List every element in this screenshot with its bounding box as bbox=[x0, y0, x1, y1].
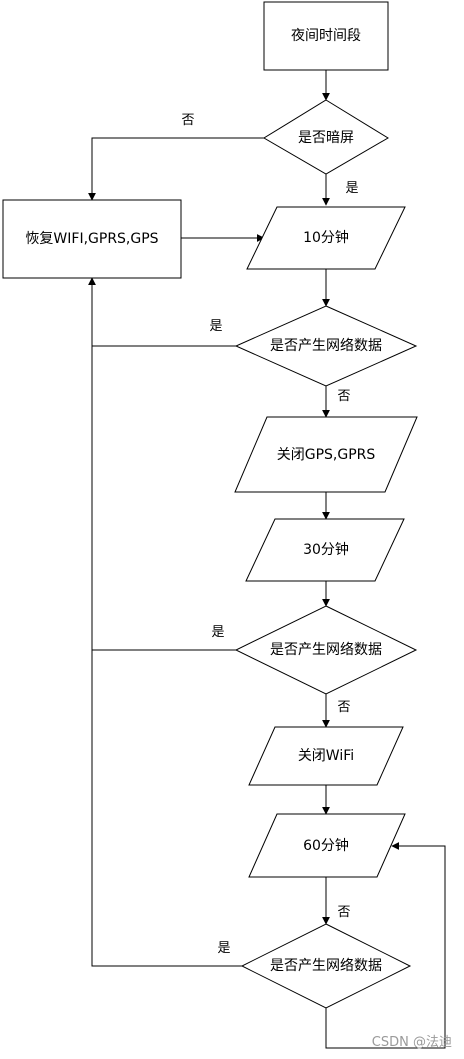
edge-labels: 否 是 是 否 是 否 否 是 bbox=[181, 113, 358, 956]
edge-label-check2-yes: 是 bbox=[211, 625, 224, 640]
node-close-gps-gprs-label: 关闭GPS,GPRS bbox=[277, 447, 376, 463]
edge-label-check1-yes: 是 bbox=[209, 319, 222, 334]
edge-label-dim-no: 否 bbox=[181, 113, 194, 128]
node-wait-30: 30分钟 bbox=[245, 518, 405, 582]
node-check-data-3: 是否产生网络数据 bbox=[240, 923, 412, 1009]
node-wait-30-label: 30分钟 bbox=[303, 541, 349, 558]
node-night-period: 夜间时间段 bbox=[263, 1, 389, 71]
node-close-wifi: 关闭WiFi bbox=[248, 726, 404, 786]
node-check-data-1: 是否产生网络数据 bbox=[234, 305, 418, 387]
node-is-screen-dim: 是否暗屏 bbox=[263, 99, 389, 175]
node-restore-all-label: 恢复WIFI,GPRS,GPS bbox=[25, 230, 158, 247]
node-check-data-3-label: 是否产生网络数据 bbox=[270, 958, 382, 974]
edge-label-check3-yes: 是 bbox=[217, 941, 230, 956]
node-night-period-label: 夜间时间段 bbox=[291, 28, 361, 44]
node-wait-10: 10分钟 bbox=[246, 206, 406, 270]
node-wait-60: 60分钟 bbox=[248, 813, 406, 878]
node-close-wifi-label: 关闭WiFi bbox=[298, 748, 354, 764]
node-check-data-2-label: 是否产生网络数据 bbox=[270, 642, 382, 658]
watermark-label: CSDN @法迪 bbox=[372, 1035, 452, 1050]
node-wait-60-label: 60分钟 bbox=[303, 837, 349, 854]
node-check-data-2: 是否产生网络数据 bbox=[234, 605, 418, 695]
node-wait-10-label: 10分钟 bbox=[303, 229, 349, 246]
node-close-gps-gprs: 关闭GPS,GPRS bbox=[234, 416, 418, 493]
edge-label-dim-yes: 是 bbox=[345, 181, 358, 196]
edges bbox=[88, 70, 446, 1049]
edge-label-check2-no: 否 bbox=[337, 700, 350, 715]
node-is-screen-dim-label: 是否暗屏 bbox=[298, 130, 354, 146]
edge-check3-loop bbox=[325, 842, 446, 1049]
edge-label-wait60-no: 否 bbox=[337, 905, 350, 920]
edge-label-check1-no: 否 bbox=[337, 389, 350, 404]
node-check-data-1-label: 是否产生网络数据 bbox=[270, 338, 382, 354]
edge-dim-no bbox=[88, 137, 264, 201]
edge-check3-yes bbox=[88, 277, 242, 967]
nodes: 夜间时间段 是否暗屏 恢复WIFI,GPRS,GPS 10分钟 是否产生网络数据… bbox=[2, 1, 418, 1009]
node-restore-all: 恢复WIFI,GPRS,GPS bbox=[2, 199, 182, 279]
